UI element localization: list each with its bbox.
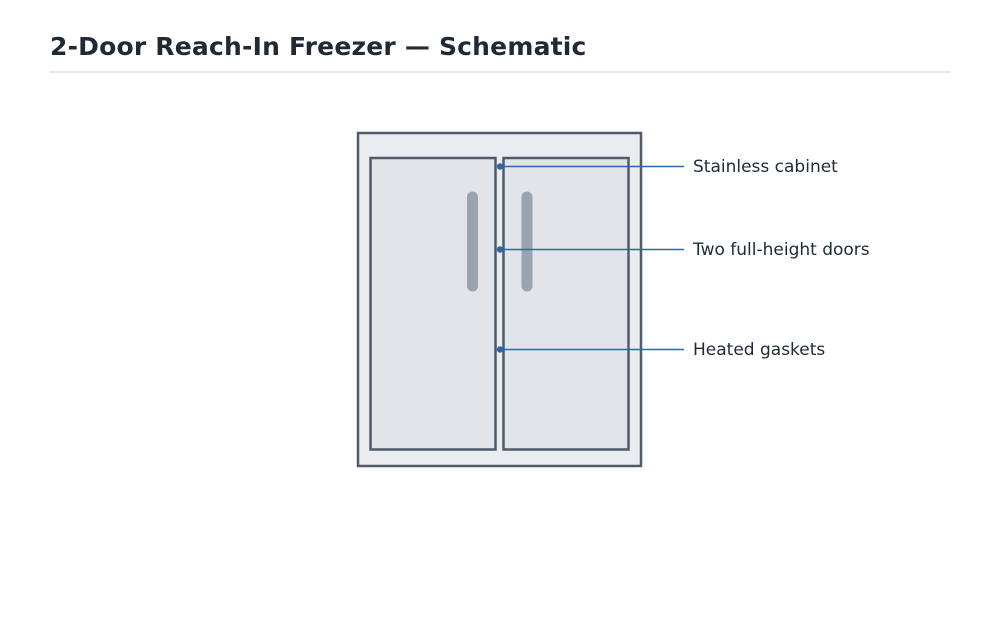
page-title: 2-Door Reach-In Freezer — Schematic: [50, 32, 587, 61]
callout-two-doors: Two full-height doors: [496, 240, 870, 260]
callout-stainless-cabinet: Stainless cabinet: [496, 157, 838, 177]
callout-label: Heated gaskets: [693, 340, 825, 360]
callout-heated-gaskets: Heated gaskets: [496, 340, 825, 360]
callout-label: Two full-height doors: [692, 240, 870, 260]
callout-label: Stainless cabinet: [693, 157, 838, 177]
title-divider: [50, 71, 950, 73]
